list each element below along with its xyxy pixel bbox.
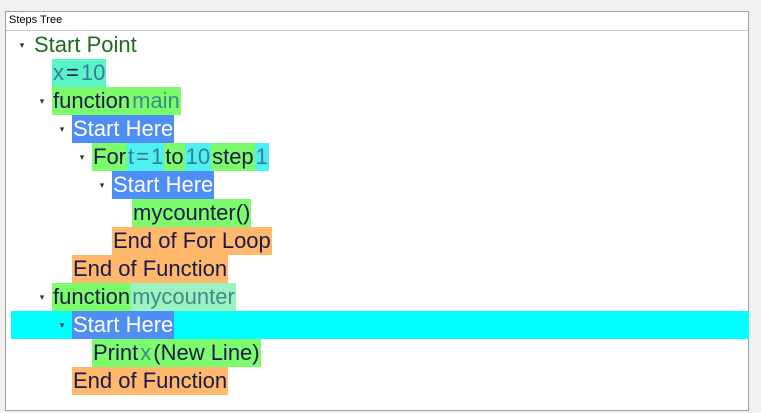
tree-row-call[interactable]: mycounter() [6, 199, 748, 227]
start-here-label: Start Here [72, 311, 175, 339]
function-name: mycounter [131, 283, 236, 311]
loop-step: 1 [254, 143, 269, 171]
steps-tree[interactable]: ▾ Start Point x=10 ▾ functionmain ▾ Star… [6, 31, 749, 410]
function-keyword: function [52, 87, 132, 115]
tree-row-print[interactable]: Printx(New Line) [6, 339, 748, 367]
panel-title: Steps Tree [6, 12, 748, 31]
print-keyword: Print [92, 339, 140, 367]
function-name: main [131, 87, 181, 115]
end-function-label: End of Function [72, 255, 229, 283]
collapse-arrow-icon[interactable]: ▾ [59, 124, 65, 134]
to-keyword: to [164, 143, 185, 171]
steps-tree-panel: Steps Tree ▾ Start Point x=10 ▾ function… [5, 11, 749, 411]
loop-operator: = [135, 143, 150, 171]
function-keyword: function [52, 283, 132, 311]
start-here-label: Start Here [72, 115, 175, 143]
loop-to: 10 [184, 143, 212, 171]
tree-row-start-here[interactable]: ▾ Start Here [6, 115, 748, 143]
loop-variable: t [127, 143, 136, 171]
tree-row-assign[interactable]: x=10 [6, 59, 748, 87]
start-here-label: Start Here [112, 171, 215, 199]
assign-value: 10 [79, 59, 107, 87]
tree-row-end-function[interactable]: End of Function [6, 255, 748, 283]
print-variable: x [139, 339, 153, 367]
collapse-arrow-icon[interactable]: ▾ [39, 96, 45, 106]
end-for-label: End of For Loop [112, 227, 272, 255]
tree-row-function-mycounter[interactable]: ▾ functionmycounter [6, 283, 748, 311]
step-keyword: step [211, 143, 255, 171]
tree-row-start-point[interactable]: ▾ Start Point [6, 31, 748, 59]
tree-row-for-loop[interactable]: ▾ Fort=1to10step1 [6, 143, 748, 171]
tree-row-start-here[interactable]: ▾ Start Here [6, 171, 748, 199]
collapse-arrow-icon[interactable]: ▾ [99, 180, 105, 190]
function-call: mycounter() [132, 199, 252, 227]
collapse-arrow-icon[interactable]: ▾ [79, 152, 85, 162]
variable-name: x [52, 59, 65, 87]
collapse-arrow-icon[interactable]: ▾ [59, 320, 65, 330]
tree-row-start-here-selected[interactable]: ▾ Start Here [11, 311, 749, 339]
loop-from: 1 [149, 143, 165, 171]
tree-row-end-function[interactable]: End of Function [6, 367, 748, 395]
print-suffix: (New Line) [152, 339, 261, 367]
end-function-label: End of Function [72, 367, 229, 395]
start-point-label: Start Point [34, 32, 137, 57]
assign-operator: = [65, 59, 80, 87]
tree-row-function-main[interactable]: ▾ functionmain [6, 87, 748, 115]
tree-row-end-for[interactable]: End of For Loop [6, 227, 748, 255]
collapse-arrow-icon[interactable]: ▾ [19, 40, 25, 50]
collapse-arrow-icon[interactable]: ▾ [39, 292, 45, 302]
for-keyword: For [92, 143, 127, 171]
